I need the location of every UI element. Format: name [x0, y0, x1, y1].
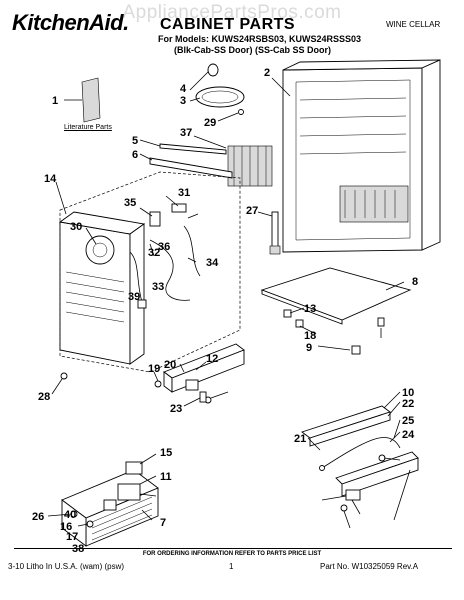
toe-grille: [47, 453, 159, 547]
callout-24: 24: [402, 429, 415, 441]
callout-7: 7: [160, 517, 166, 529]
callout-21: 21: [294, 433, 306, 445]
front-bracket: [51, 343, 245, 407]
callout-2: 2: [264, 67, 270, 79]
callout-27: 27: [246, 205, 258, 217]
brand-logo: KitchenAid.: [12, 10, 129, 35]
callout-26: 26: [32, 511, 44, 523]
callout-numbers: 1 2 3 4 5 6 7 8 9 10 11 12 13 14 15 16 1…: [32, 67, 418, 555]
callout-23: 23: [170, 403, 182, 415]
product-category: WINE CELLAR: [386, 20, 441, 29]
model-variants: (Blk-Cab-SS Door) (SS-Cab SS Door): [174, 45, 332, 55]
callout-8: 8: [412, 276, 418, 288]
callout-5: 5: [132, 135, 138, 147]
callout-38: 38: [72, 543, 84, 555]
callout-11: 11: [160, 471, 172, 483]
literature-parts-label: Literature Parts: [64, 124, 112, 131]
bottom-panel: [260, 267, 412, 355]
callout-32: 32: [148, 247, 160, 259]
callout-16: 16: [60, 521, 72, 533]
callout-30: 30: [70, 221, 82, 233]
callout-29: 29: [204, 117, 216, 129]
ordering-info: FOR ORDERING INFORMATION REFER TO PARTS …: [142, 551, 322, 557]
callout-18: 18: [304, 330, 316, 342]
cabinet-liner: [271, 59, 441, 253]
callout-4: 4: [180, 83, 187, 95]
callout-37: 37: [180, 127, 192, 139]
wiring-harness: [129, 195, 201, 309]
callout-15: 15: [160, 447, 172, 459]
cabinet-housing: [55, 171, 241, 373]
callout-3: 3: [180, 95, 186, 107]
callout-14: 14: [44, 173, 57, 185]
callout-12: 12: [206, 353, 218, 365]
part-number: Part No. W10325059 Rev.A: [320, 562, 419, 571]
print-info: 3-10 Litho In U.S.A. (wam) (psw): [8, 562, 125, 571]
callout-19: 19: [148, 363, 160, 375]
watermark: AppliancePartsPros.com: [122, 2, 342, 23]
callout-20: 20: [164, 359, 176, 371]
callout-39: 39: [128, 291, 140, 303]
callout-36: 36: [158, 241, 170, 253]
page-title: CABINET PARTS: [160, 16, 296, 33]
callout-35: 35: [124, 197, 136, 209]
callout-33: 33: [152, 281, 164, 293]
callout-31: 31: [178, 187, 190, 199]
footer-rule: [14, 548, 452, 549]
model-numbers: For Models: KUWS24RSBS03, KUWS24RSSS03: [158, 34, 362, 44]
callout-17: 17: [66, 531, 78, 543]
callout-34: 34: [206, 257, 219, 269]
callout-40: 40: [64, 509, 76, 521]
callout-13: 13: [304, 303, 316, 315]
callout-22: 22: [402, 398, 414, 410]
page-number: 1: [229, 562, 234, 571]
callout-28: 28: [38, 391, 50, 403]
evaporator-and-rails: [139, 135, 273, 187]
literature-booklet: [64, 77, 101, 123]
right-bracket: [301, 391, 419, 529]
callout-1: 1: [52, 95, 58, 107]
callout-25: 25: [402, 415, 414, 427]
callout-9: 9: [306, 342, 312, 354]
thermistor: [257, 211, 281, 255]
callout-10: 10: [402, 387, 414, 399]
light-assembly: [189, 63, 245, 122]
callout-6: 6: [132, 149, 138, 161]
